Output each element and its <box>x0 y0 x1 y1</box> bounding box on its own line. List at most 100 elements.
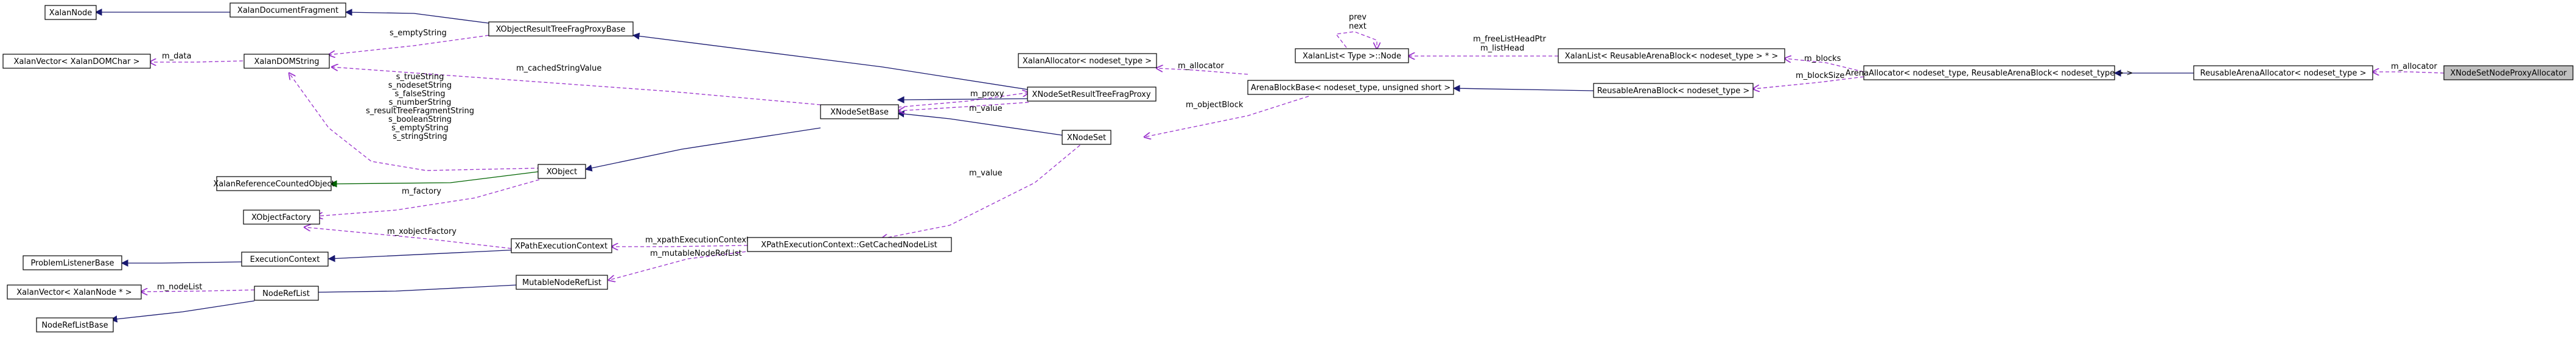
edge-m-blocksize <box>1753 76 1864 89</box>
edge-reusableblock-to-arenabase <box>1452 85 1594 93</box>
edge-m-xpathexecutioncontext <box>612 245 748 247</box>
edge-m-mutablenoderefelist <box>609 250 752 280</box>
edge-m-nodelist <box>141 290 255 292</box>
edge-m-value-top <box>898 102 1029 111</box>
node-label: XalanAllocator< nodeset_type > <box>1023 57 1152 66</box>
node-xalandocumentfragment[interactable]: XalanDocumentFragment <box>229 2 346 18</box>
label-m-freelistheadptr: m_freeListHeadPtr <box>1473 35 1546 44</box>
edge-xnodesetbase-to-xobject <box>584 127 821 172</box>
label-s-stringstring: s_stringString <box>393 132 447 141</box>
node-arenaallocator[interactable]: ArenaAllocator< nodeset_type, ReusableAr… <box>1846 65 2133 80</box>
node-xpathexecutioncontext-getcachednodelist[interactable]: XPathExecutionContext::GetCachedNodeList <box>747 237 952 252</box>
node-problemlistenerbase[interactable]: ProblemListenerBase <box>23 255 122 270</box>
label-s-falsestring: s_falseString <box>395 90 446 99</box>
node-xnodesetbase[interactable]: XNodeSetBase <box>820 104 899 119</box>
edge-m-cachedstringvalue <box>332 67 821 105</box>
node-label: XNodeSet <box>1067 133 1106 143</box>
node-label: NodeRefList <box>262 289 310 298</box>
node-xobject[interactable]: XObject <box>537 164 586 179</box>
edge-prev-next-loop <box>1335 31 1377 49</box>
label-m-allocator-right: m_allocator <box>2391 62 2437 71</box>
node-label: ArenaAllocator< nodeset_type, ReusableAr… <box>1846 69 2133 78</box>
edge-xnodeset-to-xnodesetbase <box>897 110 1063 136</box>
edge-mutable-to-noderef <box>309 284 517 296</box>
label-m-objectblock: m_objectBlock <box>1186 100 1244 110</box>
label-s-truestring: s_trueString <box>396 72 444 82</box>
node-xnodesetnodeproxyallocator[interactable]: XNodeSetNodeProxyAllocator <box>2443 65 2574 80</box>
edge-m-objectblock <box>1144 96 1309 137</box>
node-noderefllist[interactable]: NodeRefList <box>254 286 319 301</box>
node-xobjectresulttreefragproxybase[interactable]: XObjectResultTreeFragProxyBase <box>488 21 634 37</box>
edge-noderef-to-noderefbase <box>110 300 255 323</box>
node-label: ProblemListenerBase <box>30 259 114 268</box>
node-label: XObjectResultTreeFragProxyBase <box>495 25 625 34</box>
edge-labels: m_data s_emptyString m_cachedStringValue… <box>157 13 2437 292</box>
node-label: XPathExecutionContext <box>515 242 607 251</box>
label-s-emptystring-2: s_emptyString <box>391 124 449 133</box>
node-label: XPathExecutionContext::GetCachedNodeList <box>761 241 937 250</box>
label-s-resulttreefragmentstring: s_resultTreeFragmentString <box>366 107 474 116</box>
node-label: MutableNodeRefList <box>522 278 601 287</box>
label-next: next <box>1349 22 1367 31</box>
edge-execctx-to-problemlistener <box>121 259 242 267</box>
node-label: XalanReferenceCountedObject <box>213 180 334 189</box>
edge-s-emptystring <box>329 35 489 55</box>
node-label: XalanVector< XalanNode * > <box>16 288 131 297</box>
node-xalanvector-xalannode-ptr[interactable]: XalanVector< XalanNode * > <box>7 284 142 300</box>
node-mutablenoderefelist[interactable]: MutableNodeRefList <box>516 275 608 290</box>
node-executioncontext[interactable]: ExecutionContext <box>241 252 329 267</box>
implementation-edges <box>329 171 539 188</box>
node-xobjectfactory[interactable]: XObjectFactory <box>243 209 320 225</box>
node-reusablearenablock[interactable]: ReusableArenaBlock< nodeset_type > <box>1593 83 1754 98</box>
node-label: XObjectFactory <box>251 213 311 222</box>
label-s-numberstring: s_numberString <box>389 98 452 107</box>
edge-m-factory <box>317 179 540 216</box>
label-m-data: m_data <box>162 52 191 61</box>
label-m-value-bottom: m_value <box>969 169 1003 178</box>
edge-m-proxy <box>897 93 1029 108</box>
label-s-nodesetstring: s_nodesetString <box>388 81 452 90</box>
xobject-statics-labels: s_trueString s_nodesetString s_falseStri… <box>366 72 474 141</box>
node-label: XNodeSetResultTreeFragProxy <box>1032 90 1150 99</box>
node-xalanlist-type-node[interactable]: XalanList< Type >::Node <box>1295 48 1409 63</box>
node-xalandomstring[interactable]: XalanDOMString <box>243 54 330 69</box>
node-xnodeset[interactable]: XNodeSet <box>1062 130 1111 145</box>
edge-m-allocator-right <box>2373 72 2445 73</box>
node-xalannode[interactable]: XalanNode <box>44 5 97 20</box>
node-xpathexecutioncontext[interactable]: XPathExecutionContext <box>511 238 612 253</box>
label-m-value-top: m_value <box>969 104 1003 113</box>
label-m-cachedstringvalue: m_cachedStringValue <box>516 64 601 73</box>
label-m-mutablenoderefelist: m_mutableNodeRefList <box>650 249 742 258</box>
node-xalanlist-reusablearenablock[interactable]: XalanList< ReusableArenaBlock< nodeset_t… <box>1558 48 1785 63</box>
node-label: XalanList< ReusableArenaBlock< nodeset_t… <box>1565 52 1779 61</box>
label-m-listhead: m_listHead <box>1480 44 1524 53</box>
node-xalanreferencecountedobject[interactable]: XalanReferenceCountedObject <box>213 176 335 191</box>
nodes: XalanNode XalanDocumentFragment XObjectR… <box>2 2 2574 333</box>
node-reusablearenaallocator[interactable]: ReusableArenaAllocator< nodeset_type > <box>2193 65 2373 80</box>
edge-xobject-statics <box>289 73 541 171</box>
edge-proxy-to-proxybase <box>632 32 1040 92</box>
label-m-nodelist: m_nodeList <box>157 283 202 292</box>
node-arenablockbase[interactable]: ArenaBlockBase< nodeset_type, unsigned s… <box>1247 80 1454 95</box>
edge-m-data <box>150 61 243 62</box>
usage-edges <box>141 31 2445 292</box>
node-label: XalanDocumentFragment <box>237 6 338 15</box>
label-m-blocksize: m_blockSize <box>1796 71 1844 80</box>
node-label: ExecutionContext <box>250 255 320 264</box>
node-xnodesetresulttreefragproxy[interactable]: XNodeSetResultTreeFragProxy <box>1027 86 1157 102</box>
node-xalanallocator-nodesettype[interactable]: XalanAllocator< nodeset_type > <box>1018 53 1157 68</box>
node-label: XNodeSetNodeProxyAllocator <box>2450 69 2567 78</box>
node-label: ReusableArenaAllocator< nodeset_type > <box>2200 69 2367 78</box>
node-noderefllistbase[interactable]: NodeRefListBase <box>36 317 114 333</box>
node-xalanvector-xalandomchar[interactable]: XalanVector< XalanDOMChar > <box>2 54 151 69</box>
edge-m-xobjectfactory <box>304 227 512 249</box>
label-m-xobjectfactory: m_xobjectFactory <box>387 227 457 236</box>
edge-m-value-bottom <box>881 141 1085 239</box>
edge-xobject-to-refcounted <box>329 171 539 188</box>
inheritance-edges <box>94 9 2194 323</box>
edge-m-blocks <box>1785 58 1864 72</box>
label-m-proxy: m_proxy <box>970 90 1004 99</box>
node-label: XObject <box>547 167 577 177</box>
edge-proxybase-to-docfrag <box>345 9 489 24</box>
